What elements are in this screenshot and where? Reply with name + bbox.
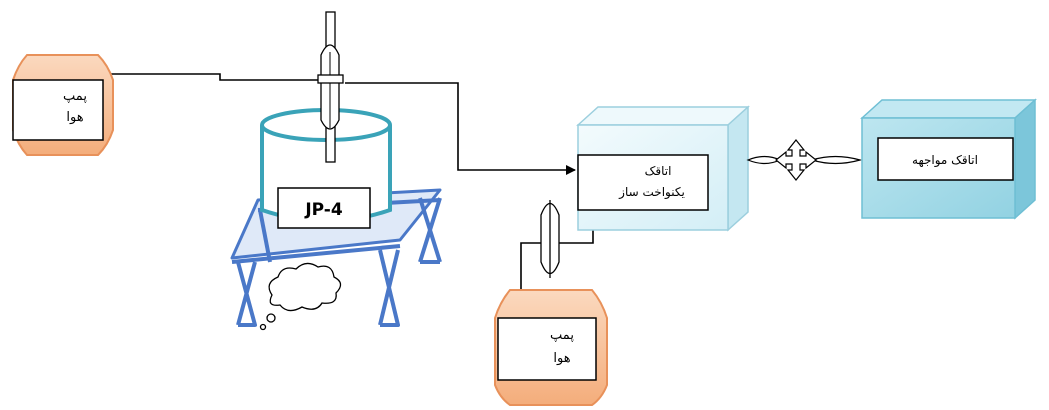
- air-line-pump-to-tank: [105, 73, 325, 81]
- four-way-arrow-icon: [775, 139, 817, 181]
- homogenizer-label-box: [577, 154, 709, 211]
- air-pump-top-label-2: هوا: [66, 110, 83, 125]
- fuel-tank-label-box: [277, 187, 371, 229]
- homogenizer-label-2: یکنواخت ساز: [618, 185, 685, 200]
- homogenizer-chamber: اتاقک یکنواخت ساز: [576, 105, 750, 232]
- air-line-tank-to-homogenizer: [345, 82, 576, 175]
- air-pump-bottom-label-2: هوا: [553, 351, 570, 366]
- air-pump-top-label-1: پمپ: [63, 89, 87, 104]
- homogenizer-label-1: اتاقک: [645, 164, 672, 178]
- double-arrow-connector: [746, 139, 863, 181]
- exposure-chamber: اتاقک مواجهه: [860, 98, 1037, 220]
- air-pump-bottom-label-box: [497, 317, 597, 381]
- vapor-cloud-icon: [259, 262, 342, 331]
- air-pump-top-label-box: [12, 79, 104, 141]
- air-pump-top: پمپ هوا: [12, 54, 114, 156]
- air-pump-bottom-label-1: پمپ: [550, 328, 574, 343]
- air-pump-bottom: پمپ هوا: [494, 289, 608, 406]
- fuel-tank-label: JP-4: [304, 200, 343, 220]
- exposure-chamber-label: اتاقک مواجهه: [912, 153, 978, 168]
- bubbler-tube: [317, 11, 344, 163]
- exposure-chamber-label-box: [877, 137, 1014, 181]
- bubbler-bottom: [540, 200, 560, 278]
